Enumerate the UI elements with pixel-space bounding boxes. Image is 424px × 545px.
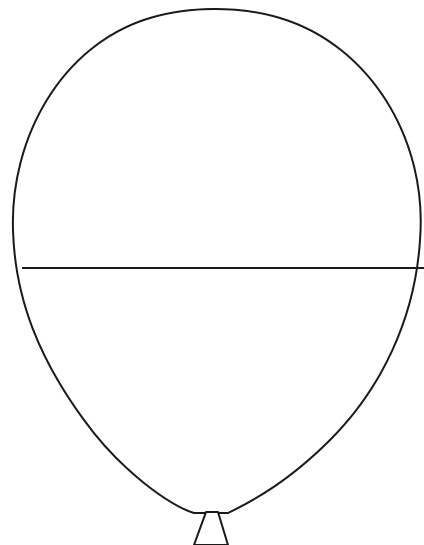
balloon-outline xyxy=(13,9,421,513)
balloon-knot xyxy=(194,512,228,545)
